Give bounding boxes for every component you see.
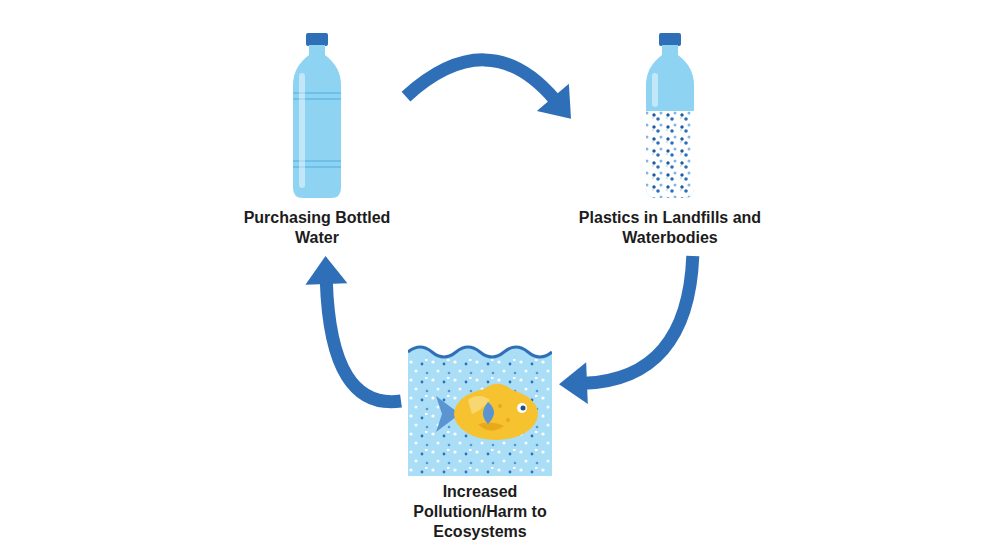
cycle-arrow <box>406 60 571 119</box>
stage-label: Plastics in Landfills and Waterbodies <box>575 208 765 248</box>
cycle-stage: Purchasing Bottled Water <box>232 30 402 252</box>
arrow-shaft <box>584 256 693 383</box>
arrow-shaft <box>326 281 401 402</box>
cycle-stage: Plastics in Landfills and Waterbodies <box>575 30 765 252</box>
cycle-stage: Increased Pollution/Harm to Ecosystems <box>405 338 555 548</box>
water-bottle <box>289 33 345 199</box>
arrowhead <box>559 362 588 404</box>
stage-label: Increased Pollution/Harm to Ecosystems <box>405 482 555 542</box>
arrowhead <box>305 256 347 285</box>
cycle-arrow <box>559 256 693 404</box>
plastic-bottle-fragments <box>642 33 698 199</box>
polluted-water-fish <box>408 340 552 476</box>
arrowhead <box>537 84 571 119</box>
arrow-shaft <box>406 60 555 100</box>
cycle-arrow <box>305 256 401 402</box>
stage-label: Purchasing Bottled Water <box>232 208 402 248</box>
